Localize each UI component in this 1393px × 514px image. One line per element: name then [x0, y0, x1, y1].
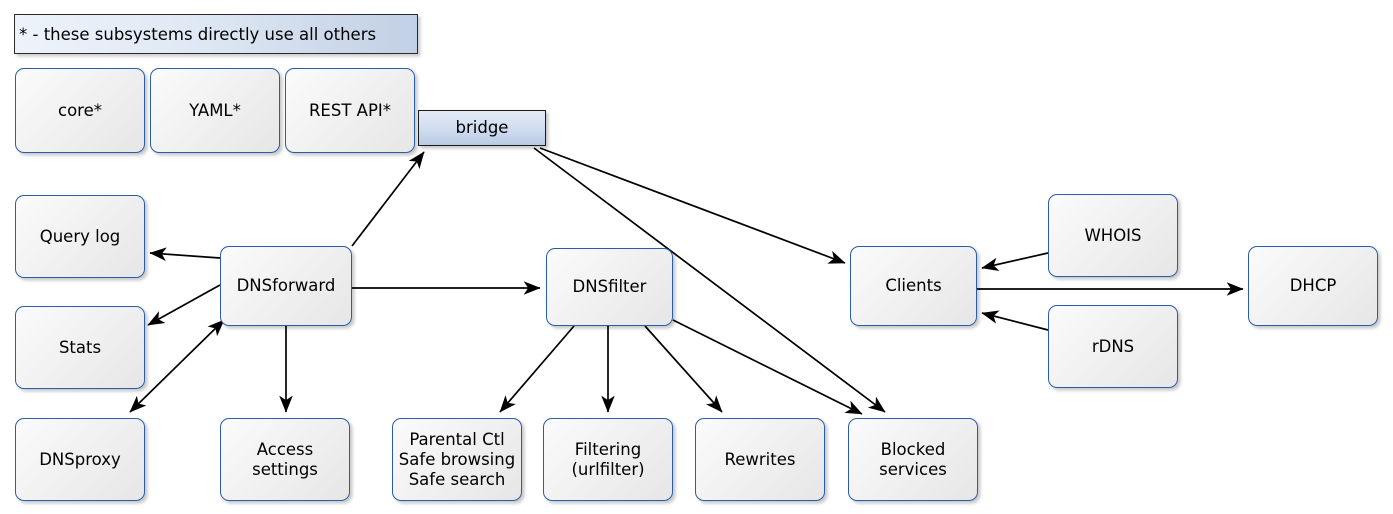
- node-parental[interactable]: Parental Ctl Safe browsing Safe search: [392, 418, 522, 501]
- edge-dnsforward-bridge: [351, 151, 425, 247]
- node-label-restapi: REST API*: [308, 100, 392, 120]
- node-querylog[interactable]: Query log: [15, 195, 145, 278]
- node-filtering[interactable]: Filtering (urlfilter): [543, 418, 673, 501]
- node-rdns[interactable]: rDNS: [1048, 305, 1178, 388]
- node-restapi[interactable]: REST API*: [285, 68, 415, 153]
- edge-whois-clients: [981, 252, 1049, 272]
- edge-dnsforward-querylog: [149, 247, 221, 261]
- node-label-parental: Parental Ctl Safe browsing Safe search: [398, 429, 516, 489]
- edge-dnsfilter-rewrites: [644, 325, 723, 413]
- edge-dnsfilter-parental: [499, 325, 575, 413]
- node-label-clients: Clients: [885, 276, 942, 295]
- node-dnsproxy[interactable]: DNSproxy: [15, 418, 145, 501]
- edge-rdns-clients: [981, 310, 1049, 331]
- node-stats[interactable]: Stats: [15, 306, 145, 389]
- node-label-querylog: Query log: [39, 226, 121, 246]
- node-label-dnsfilter: DNSfilter: [572, 277, 647, 296]
- legend-note: * - these subsystems directly use all ot…: [14, 14, 418, 54]
- node-dhcp[interactable]: DHCP: [1248, 246, 1378, 326]
- edge-dnsfilter-blocked: [672, 319, 863, 415]
- node-core[interactable]: core*: [15, 68, 145, 153]
- node-rewrites[interactable]: Rewrites: [695, 418, 825, 501]
- edge-bridge-clients: [539, 147, 846, 264]
- legend-text: * - these subsystems directly use all ot…: [19, 24, 377, 44]
- node-dnsforward[interactable]: DNSforward: [220, 246, 352, 326]
- node-label-blocked: Blocked services: [879, 439, 947, 479]
- node-label-yaml: YAML*: [189, 100, 241, 120]
- node-bridge[interactable]: bridge: [418, 110, 546, 146]
- node-access[interactable]: Access settings: [220, 418, 350, 501]
- node-yaml[interactable]: YAML*: [150, 68, 280, 153]
- node-label-dnsforward: DNSforward: [236, 276, 336, 295]
- node-label-rdns: rDNS: [1091, 336, 1135, 356]
- node-label-rewrites: Rewrites: [724, 449, 796, 469]
- edge-dnsforward-dnsproxy: [129, 319, 225, 413]
- node-label-core: core*: [58, 100, 102, 120]
- node-clients[interactable]: Clients: [850, 246, 977, 326]
- edge-bridge-blocked: [533, 147, 886, 413]
- edge-dnsforward-stats: [147, 284, 221, 326]
- node-label-dnsproxy: DNSproxy: [39, 449, 121, 469]
- node-blocked[interactable]: Blocked services: [848, 418, 978, 501]
- node-label-dhcp: DHCP: [1289, 276, 1337, 295]
- node-label-bridge: bridge: [455, 118, 509, 137]
- node-label-stats: Stats: [58, 337, 102, 357]
- node-dnsfilter[interactable]: DNSfilter: [546, 248, 673, 326]
- node-label-whois: WHOIS: [1084, 225, 1142, 245]
- node-whois[interactable]: WHOIS: [1048, 194, 1178, 277]
- node-label-filtering: Filtering (urlfilter): [571, 439, 645, 479]
- node-label-access: Access settings: [252, 439, 318, 479]
